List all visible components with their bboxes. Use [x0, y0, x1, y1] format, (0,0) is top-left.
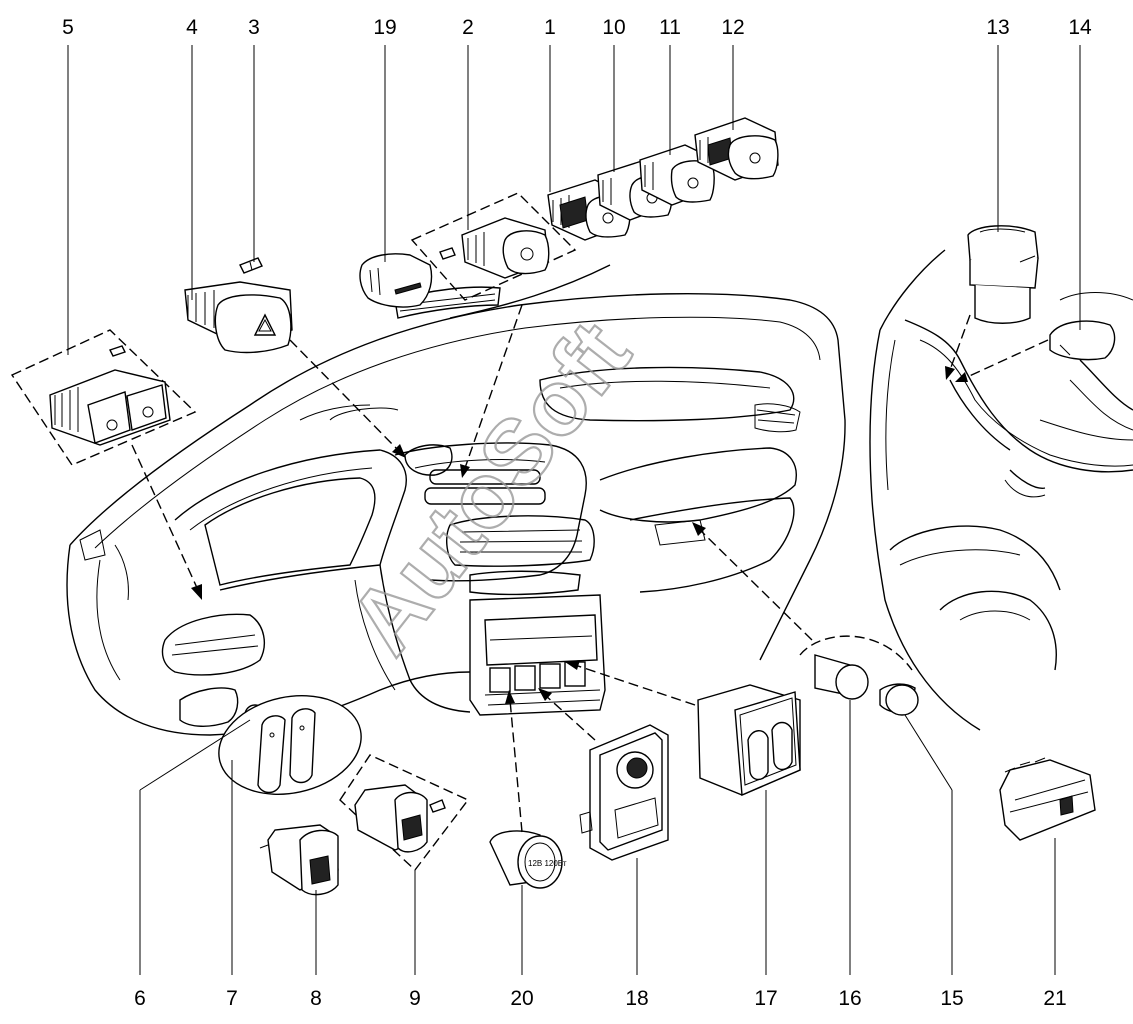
- callout-20: 20: [510, 987, 533, 1010]
- part-7-oval-switch: [218, 695, 362, 795]
- watermark-text: AutoSoft: [330, 304, 649, 673]
- part-12-switch: [694, 117, 779, 181]
- part-15-button: [879, 683, 919, 716]
- part-11-switch: [639, 144, 715, 206]
- callout-11: 11: [659, 16, 681, 39]
- callout-10: 10: [602, 16, 625, 39]
- callout-8: 8: [310, 987, 322, 1010]
- part-16-button: [799, 635, 913, 700]
- part-20-socket: 12В 120Вт: [489, 830, 567, 889]
- dashboard-panel: [66, 286, 846, 736]
- callout-16: 16: [838, 987, 861, 1010]
- part-2-switch: [410, 192, 577, 301]
- part-13-switch: [967, 225, 1039, 324]
- switch-guide-arc: [449, 264, 611, 319]
- part-14-plug: [1049, 320, 1116, 361]
- callout-13: 13: [986, 16, 1009, 39]
- callout-4: 4: [186, 16, 198, 39]
- door-panel: [869, 249, 1133, 731]
- callout-labels: 5 4 3 19 2 1 10 11 12 13 14 6 7 8 9 20 1…: [62, 16, 1092, 1010]
- part-18-headlight-control: [579, 724, 669, 861]
- part-8-switch: [259, 824, 339, 896]
- callout-3: 3: [248, 16, 260, 39]
- callout-6: 6: [134, 987, 146, 1010]
- callout-17: 17: [754, 987, 777, 1010]
- part-9-switch: [339, 754, 470, 872]
- callout-19: 19: [373, 16, 396, 39]
- callout-9: 9: [409, 987, 421, 1010]
- callout-12: 12: [721, 16, 744, 39]
- callout-21: 21: [1043, 987, 1066, 1010]
- callout-2: 2: [462, 16, 474, 39]
- part-19-blank-cover: [359, 253, 433, 308]
- part-5-double-switch: [10, 329, 197, 466]
- part-4-hazard-switch: [184, 281, 293, 354]
- leader-lines: [67, 45, 1081, 975]
- callout-7: 7: [226, 987, 238, 1010]
- socket-label: 12В 120Вт: [528, 859, 567, 868]
- assembly-arrows: [131, 304, 1049, 833]
- part-17-window-switch: [697, 684, 801, 797]
- part-21-block: [999, 757, 1096, 841]
- callout-15: 15: [940, 987, 963, 1010]
- callout-14: 14: [1068, 16, 1092, 39]
- callout-5: 5: [62, 16, 74, 39]
- part-3-bulb: [239, 257, 263, 274]
- callout-18: 18: [625, 987, 648, 1010]
- callout-1: 1: [544, 16, 556, 39]
